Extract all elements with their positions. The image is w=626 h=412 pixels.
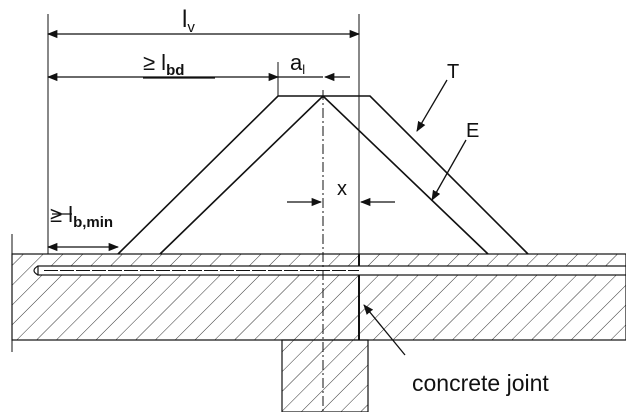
- label-T: T: [447, 61, 459, 83]
- label-lv: lv: [182, 6, 195, 36]
- label-x: x: [337, 178, 347, 200]
- leader-concrete-joint: [363, 304, 406, 356]
- label-al: al: [290, 50, 305, 77]
- label-lbmin: ≥ lb,min: [50, 202, 113, 231]
- label-lbd: ≥ lbd: [143, 50, 184, 79]
- leader-E: [431, 139, 467, 201]
- label-E: E: [466, 120, 479, 142]
- label-concrete-joint: concrete joint: [412, 370, 549, 396]
- bar-hook: [33, 265, 39, 276]
- leader-T: [416, 79, 448, 132]
- force-envelope-E: [159, 94, 489, 255]
- column: [281, 339, 369, 412]
